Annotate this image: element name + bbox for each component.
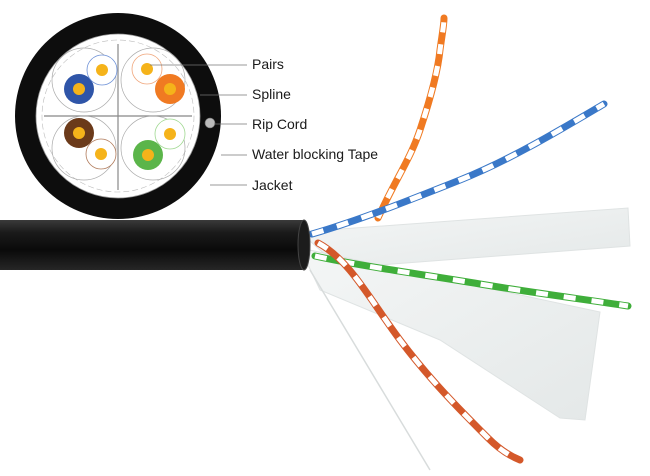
label-rip-cord: Rip Cord (252, 116, 308, 132)
water-blocking-tape (298, 207, 631, 421)
blue-twisted-pair (308, 100, 608, 238)
cable-jacket (0, 219, 311, 271)
label-jacket: Jacket (252, 177, 293, 193)
label-water-blocking-tape: Water blocking Tape (252, 146, 379, 162)
leader-lines (150, 64, 247, 186)
orange-twisted-pair (374, 14, 448, 222)
rip-cord-section (204, 117, 216, 129)
label-spline: Spline (252, 86, 291, 102)
green-twisted-pair (311, 252, 632, 310)
label-pairs: Pairs (252, 56, 284, 72)
brown-twisted-pair (314, 239, 524, 464)
cross-section (15, 13, 221, 219)
rip-cord (309, 269, 431, 471)
